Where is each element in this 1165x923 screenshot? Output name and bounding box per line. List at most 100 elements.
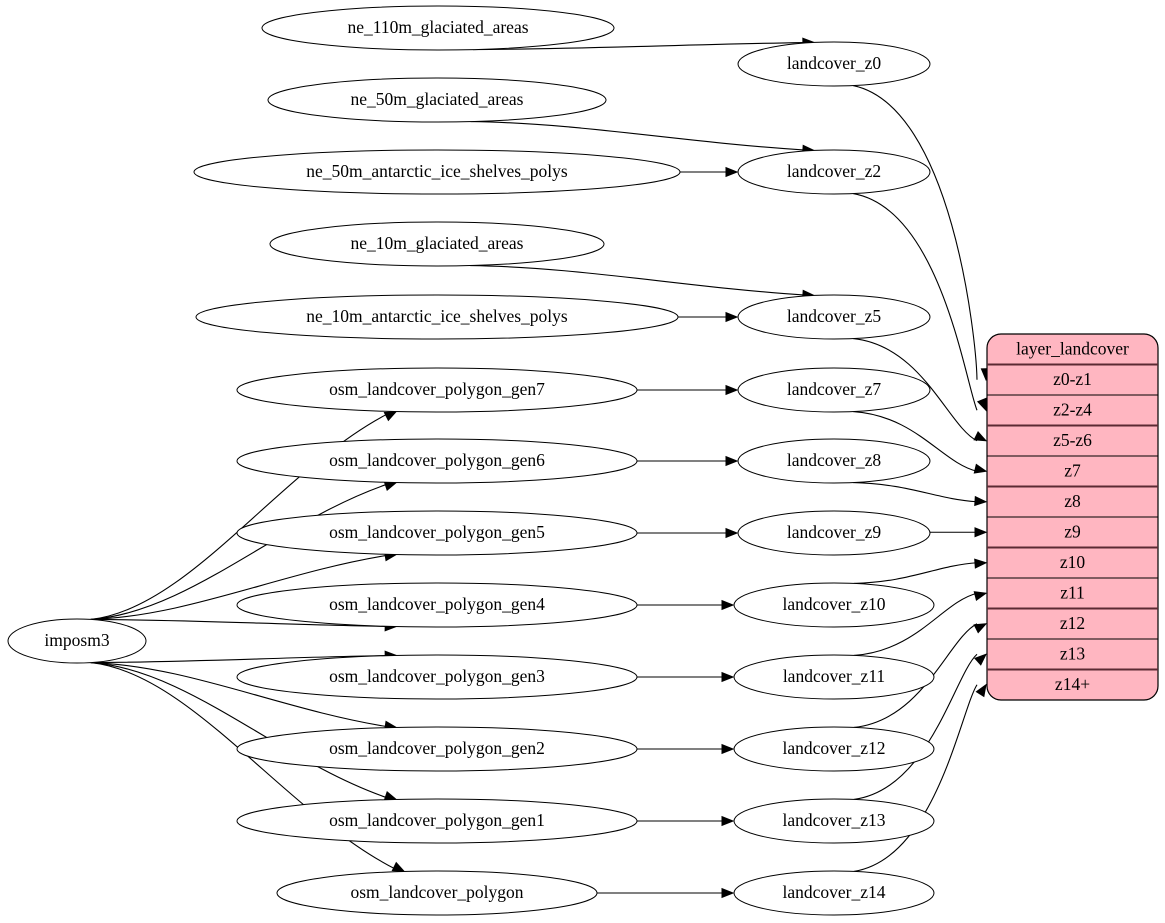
node-osm_landcover_polygon_gen1[interactable]: osm_landcover_polygon_gen1 <box>236 798 638 844</box>
edge-arrowhead <box>973 623 988 634</box>
edge-arrowhead <box>976 397 987 412</box>
node-osm_landcover_polygon[interactable]: osm_landcover_polygon <box>276 870 598 916</box>
node-label: landcover_z14 <box>782 882 885 902</box>
edges-layer <box>90 37 991 899</box>
node-label: landcover_z8 <box>787 450 882 470</box>
table-row-label: z7 <box>1064 460 1081 480</box>
node-label: osm_landcover_polygon_gen1 <box>329 810 545 830</box>
edge-arrowhead <box>721 887 735 899</box>
node-ellipse[interactable] <box>195 294 679 340</box>
node-label: ne_110m_glaciated_areas <box>347 17 528 37</box>
edge-landcover_z0-to-table-z0-z1 <box>852 85 978 380</box>
edge-arrowhead <box>721 671 735 683</box>
node-imposm3[interactable]: imposm3 <box>7 618 147 664</box>
node-ellipse[interactable] <box>737 149 931 195</box>
node-landcover_z11[interactable]: landcover_z11 <box>733 654 935 700</box>
node-landcover_z13[interactable]: landcover_z13 <box>733 798 935 844</box>
node-ellipse[interactable] <box>236 582 638 628</box>
node-label: ne_50m_antarctic_ice_shelves_polys <box>306 161 568 181</box>
edge-landcover_z2-to-table-z2-z4 <box>853 193 978 411</box>
node-ellipse[interactable] <box>261 5 615 51</box>
edge-arrowhead <box>974 558 988 569</box>
edge-landcover_z5-to-table-z5-z6 <box>853 338 978 442</box>
node-label: osm_landcover_polygon_gen7 <box>329 379 545 399</box>
node-osm_landcover_polygon_gen3[interactable]: osm_landcover_polygon_gen3 <box>236 654 638 700</box>
edge-arrowhead <box>725 455 739 467</box>
node-osm_landcover_polygon_gen7[interactable]: osm_landcover_polygon_gen7 <box>236 367 638 413</box>
node-ellipse[interactable] <box>733 798 935 844</box>
node-landcover_z7[interactable]: landcover_z7 <box>737 367 931 413</box>
node-ne_110m_glaciated_areas[interactable]: ne_110m_glaciated_areas <box>261 5 615 51</box>
node-ellipse[interactable] <box>236 438 638 484</box>
edge-arrowhead <box>973 431 988 442</box>
edge-landcover_z13-to-table-z13 <box>853 653 978 800</box>
node-landcover_z10[interactable]: landcover_z10 <box>733 582 935 628</box>
node-ellipse[interactable] <box>737 294 931 340</box>
node-osm_landcover_polygon_gen6[interactable]: osm_landcover_polygon_gen6 <box>236 438 638 484</box>
node-ellipse[interactable] <box>733 726 935 772</box>
node-landcover_z12[interactable]: landcover_z12 <box>733 726 935 772</box>
table-row[interactable]: z12 <box>987 609 1158 640</box>
table-row[interactable]: z7 <box>987 456 1158 487</box>
table-row[interactable]: z13 <box>987 639 1158 670</box>
node-label: osm_landcover_polygon_gen5 <box>329 522 545 542</box>
node-osm_landcover_polygon_gen2[interactable]: osm_landcover_polygon_gen2 <box>236 726 638 772</box>
edge-arrowhead <box>725 527 739 539</box>
node-ellipse[interactable] <box>733 654 935 700</box>
edge-landcover_z11-to-table-z11 <box>853 592 978 656</box>
edge-imposm3-to-osm_landcover_polygon_gen4 <box>90 618 388 628</box>
node-ellipse[interactable] <box>193 149 681 195</box>
table-row[interactable]: z14+ <box>987 670 1158 701</box>
node-ne_50m_glaciated_areas[interactable]: ne_50m_glaciated_areas <box>267 77 607 123</box>
table-row[interactable]: z2-z4 <box>987 395 1158 426</box>
node-ellipse[interactable] <box>236 510 638 556</box>
table-row-label: z9 <box>1064 521 1081 541</box>
node-ellipse[interactable] <box>737 510 931 556</box>
node-landcover_z14[interactable]: landcover_z14 <box>733 870 935 916</box>
node-ellipse[interactable] <box>737 367 931 413</box>
node-landcover_z2[interactable]: landcover_z2 <box>737 149 931 195</box>
node-ellipse[interactable] <box>7 618 147 664</box>
node-label: ne_10m_glaciated_areas <box>351 233 524 253</box>
table-row[interactable]: z11 <box>987 578 1158 609</box>
node-ellipse[interactable] <box>737 41 931 87</box>
node-osm_landcover_polygon_gen5[interactable]: osm_landcover_polygon_gen5 <box>236 510 638 556</box>
node-label: landcover_z7 <box>787 379 882 399</box>
node-label: osm_landcover_polygon_gen6 <box>329 450 545 470</box>
node-osm_landcover_polygon_gen4[interactable]: osm_landcover_polygon_gen4 <box>236 582 638 628</box>
edge-landcover_z14-to-table-z14+ <box>853 684 978 872</box>
node-label: osm_landcover_polygon_gen4 <box>329 594 545 614</box>
table-row[interactable]: z0-z1 <box>987 365 1158 396</box>
table-row[interactable]: z5-z6 <box>987 426 1158 457</box>
node-ellipse[interactable] <box>236 726 638 772</box>
edge-imposm3-to-osm_landcover_polygon_gen7 <box>90 413 388 620</box>
edge-arrowhead <box>974 653 987 666</box>
node-landcover_z9[interactable]: landcover_z9 <box>737 510 931 556</box>
node-ne_50m_antarctic_ice_shelves_polys[interactable]: ne_50m_antarctic_ice_shelves_polys <box>193 149 681 195</box>
node-ellipse[interactable] <box>269 221 605 267</box>
node-label: landcover_z11 <box>783 666 885 686</box>
node-ellipse[interactable] <box>733 870 935 916</box>
node-landcover_z0[interactable]: landcover_z0 <box>737 41 931 87</box>
edge-arrowhead <box>725 166 739 178</box>
node-ellipse[interactable] <box>236 798 638 844</box>
node-ellipse[interactable] <box>276 870 598 916</box>
node-ne_10m_glaciated_areas[interactable]: ne_10m_glaciated_areas <box>269 221 605 267</box>
edge-imposm3-to-osm_landcover_polygon_gen2 <box>90 662 388 728</box>
edge-imposm3-to-osm_landcover_polygon_gen3 <box>90 654 388 664</box>
node-ellipse[interactable] <box>267 77 607 123</box>
node-label: osm_landcover_polygon_gen3 <box>329 666 545 686</box>
node-ellipse[interactable] <box>733 582 935 628</box>
table-row[interactable]: z9 <box>987 517 1158 548</box>
node-ellipse[interactable] <box>236 654 638 700</box>
node-ellipse[interactable] <box>236 367 638 413</box>
node-landcover_z5[interactable]: landcover_z5 <box>737 294 931 340</box>
node-ne_10m_antarctic_ice_shelves_polys[interactable]: ne_10m_antarctic_ice_shelves_polys <box>195 294 679 340</box>
node-ellipse[interactable] <box>737 438 931 484</box>
table-row[interactable]: z8 <box>987 487 1158 518</box>
layer-landcover-table: layer_landcoverz0-z1z2-z4z5-z6z7z8z9z10z… <box>986 333 1159 701</box>
node-landcover_z8[interactable]: landcover_z8 <box>737 438 931 484</box>
table-row[interactable]: z10 <box>987 548 1158 579</box>
edge-landcover_z8-to-table-z8 <box>853 482 978 503</box>
